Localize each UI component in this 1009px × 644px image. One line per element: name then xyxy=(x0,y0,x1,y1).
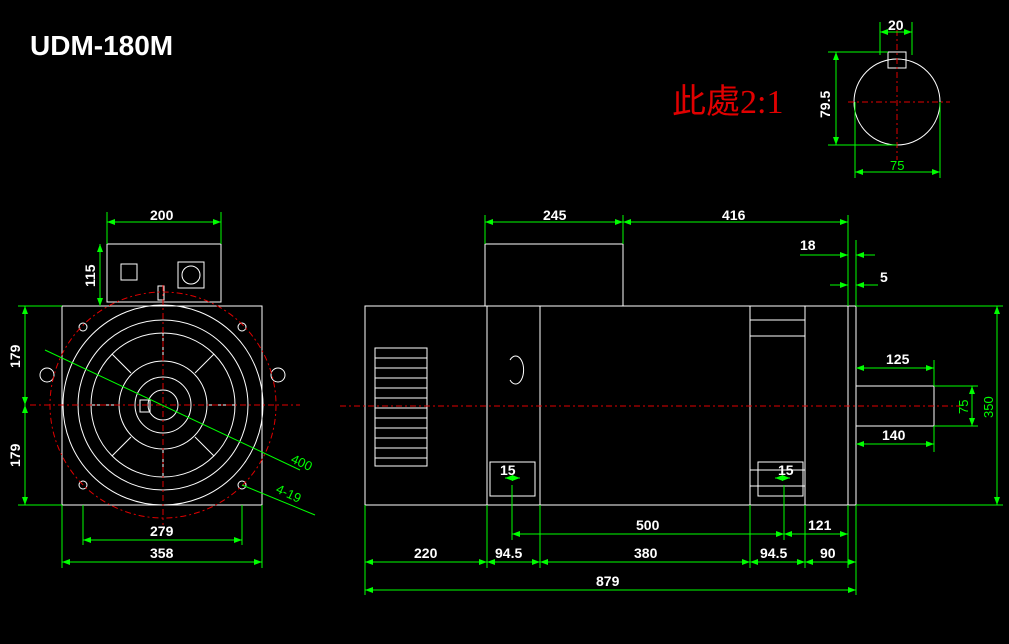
side-seg-380: 380 xyxy=(634,545,658,561)
front-view: 200 115 179 179 400 4-19 279 358 xyxy=(7,207,316,568)
side-seg-94a: 94.5 xyxy=(495,545,522,561)
side-seg-90: 90 xyxy=(820,545,836,561)
shaft-detail: 20 79.5 75 xyxy=(817,17,950,178)
side-box-right: 416 xyxy=(722,207,746,223)
side-shaft-end: 121 xyxy=(808,517,832,533)
shaft-diameter-label: 75 xyxy=(890,158,904,173)
scale-note: 此處2:1 xyxy=(672,83,783,121)
front-holes: 4-19 xyxy=(274,481,304,506)
front-overall-width: 358 xyxy=(150,545,174,561)
side-flange-offset: 18 xyxy=(800,237,816,253)
front-top-width: 200 xyxy=(150,207,174,223)
front-box-height: 115 xyxy=(82,264,98,287)
side-box-left: 245 xyxy=(543,207,567,223)
side-foot-slot-left: 15 xyxy=(500,462,516,478)
side-shaft-len: 125 xyxy=(886,351,910,367)
front-half-top: 179 xyxy=(7,344,23,368)
side-shaft-len2: 140 xyxy=(882,427,906,443)
side-foot-slot-right: 15 xyxy=(778,462,794,478)
front-hole-span: 279 xyxy=(150,523,174,539)
side-foot-span: 500 xyxy=(636,517,660,533)
side-seg-220: 220 xyxy=(414,545,438,561)
front-pcd: 400 xyxy=(289,451,315,474)
front-half-bottom: 179 xyxy=(7,443,23,467)
side-view: 245 416 18 5 125 140 75 350 15 15 500 xyxy=(340,207,1003,595)
key-width-label: 20 xyxy=(888,17,904,33)
drawing-title: UDM-180M xyxy=(30,30,173,61)
side-flange-thick: 5 xyxy=(880,269,888,285)
side-overall-length: 879 xyxy=(596,573,620,589)
side-seg-94b: 94.5 xyxy=(760,545,787,561)
key-height-label: 79.5 xyxy=(817,91,833,118)
side-shaft-dia: 75 xyxy=(956,400,971,414)
side-overall-height: 350 xyxy=(981,396,996,418)
vent-grille xyxy=(374,347,428,467)
